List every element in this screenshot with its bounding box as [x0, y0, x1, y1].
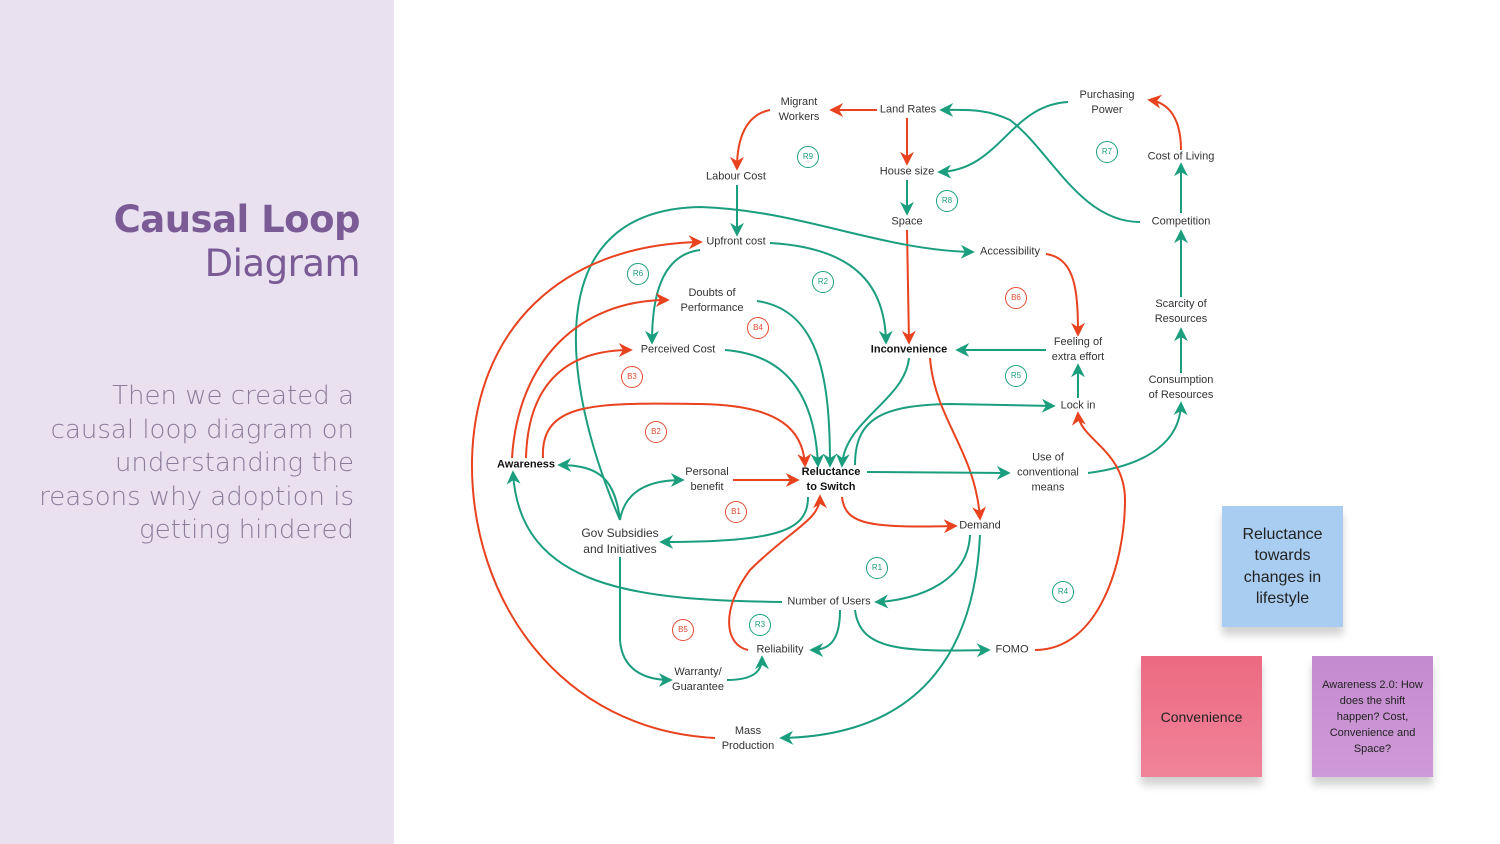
- node-doubts-of-performance: Doubts of Performance: [680, 287, 744, 314]
- edge-fomo-lockin: [1034, 411, 1127, 651]
- node-gov-subsidies: Gov Subsidies and Initiatives: [581, 526, 659, 556]
- node-number-of-users: Number of Users: [787, 595, 871, 608]
- loop-label-b5: B5: [672, 619, 694, 641]
- loop-label-r9: R9: [797, 146, 819, 168]
- node-competition: Competition: [1151, 215, 1211, 228]
- edge-upfront-perceived: [645, 249, 701, 345]
- loop-label-r6: R6: [627, 263, 649, 285]
- edge-demand-users: [874, 534, 971, 609]
- node-perceived-cost: Perceived Cost: [640, 343, 716, 356]
- edge-space-inconvenience: [901, 229, 916, 345]
- edge-users-fomo: [854, 609, 991, 658]
- node-consumption-of-resources: Consumption of Resources: [1148, 374, 1214, 401]
- sticky-note-purple[interactable]: Awareness 2.0: How does the shift happen…: [1312, 656, 1433, 777]
- loop-label-r1: R1: [866, 557, 888, 579]
- slide-subtitle: Diagram: [204, 242, 361, 285]
- edge-awareness-perceived: [525, 343, 633, 459]
- edge-warranty-reliability: [726, 655, 769, 681]
- node-personal-benefit: Personal benefit: [685, 466, 729, 493]
- edge-purchasing-housesize: [937, 101, 1069, 179]
- edge-users-reliability: [809, 609, 841, 657]
- edge-competition-landrates: [939, 102, 1141, 223]
- node-accessibility: Accessibility: [980, 245, 1040, 258]
- edge-mass-upfront: [470, 235, 716, 739]
- node-warranty-guarantee: Warranty/ Guarantee: [672, 666, 724, 693]
- node-space: Space: [891, 215, 923, 228]
- edge-costofliving-purchasing: [1147, 94, 1182, 151]
- node-cost-of-living: Cost of Living: [1147, 150, 1215, 163]
- node-mass-production: Mass Production: [721, 725, 775, 752]
- edge-doubts-reluctance: [756, 300, 837, 468]
- node-fomo: FOMO: [995, 643, 1029, 656]
- edge-migrant-labour: [730, 109, 771, 171]
- edge-conventional-consumption: [1087, 401, 1188, 474]
- edge-reluctance-gov: [659, 496, 809, 549]
- edge-inconvenience-reluctance: [835, 357, 910, 468]
- node-migrant-workers: Migrant Workers: [778, 96, 820, 123]
- slide-title: Causal Loop: [113, 198, 361, 241]
- edge-reliability-reluctance: [728, 494, 827, 651]
- edge-perceived-reluctance: [724, 349, 825, 468]
- loop-label-r5: R5: [1005, 365, 1027, 387]
- loop-label-b4: B4: [747, 317, 769, 339]
- node-house-size: House size: [879, 165, 935, 178]
- edge-upfront-inconvenience: [769, 242, 893, 345]
- loop-label-r2: R2: [812, 271, 834, 293]
- sticky-note-text: Reluctance towards changes in lifestyle: [1242, 525, 1323, 608]
- sticky-note-pink[interactable]: Convenience: [1141, 656, 1262, 777]
- edge-gov-personal: [619, 473, 685, 521]
- node-demand: Demand: [959, 519, 1001, 532]
- sticky-note-text: Convenience: [1160, 708, 1243, 725]
- loop-label-r3: R3: [749, 614, 771, 636]
- loop-label-b6: B6: [1005, 287, 1027, 309]
- node-awareness: Awareness: [497, 458, 555, 471]
- edge-reluctance-lockin: [854, 398, 1056, 466]
- edge-users-awareness: [506, 470, 783, 603]
- slide-body-text: Then we created a causal loop diagram on…: [39, 381, 354, 545]
- loop-label-b3: B3: [621, 366, 643, 388]
- node-reliability: Reliability: [756, 643, 804, 656]
- sticky-note-text: Awareness 2.0: How does the shift happen…: [1322, 678, 1423, 755]
- node-reluctance-to-switch: Reluctance to Switch: [801, 466, 861, 493]
- edge-gov-accessibility: [575, 205, 975, 521]
- node-upfront-cost: Upfront cost: [706, 235, 766, 248]
- loop-label-r4: R4: [1052, 581, 1074, 603]
- sticky-note-blue[interactable]: Reluctance towards changes in lifestyle: [1222, 506, 1343, 627]
- edge-gov-warranty: [619, 557, 673, 687]
- loop-label-r8: R8: [936, 190, 958, 212]
- sidebar-panel: Causal Loop Diagram Then we created a ca…: [0, 0, 394, 844]
- node-feeling-of-extra-effort: Feeling of extra effort: [1051, 336, 1105, 363]
- edge-inconvenience-demand: [929, 357, 987, 521]
- edge-awareness-reluctance: [541, 402, 812, 468]
- node-use-of-conventional-means: Use of conventional means: [1017, 451, 1079, 494]
- node-labour-cost: Labour Cost: [706, 170, 766, 183]
- edge-gov-awareness: [557, 458, 621, 521]
- edge-reluctance-conventional: [866, 465, 1011, 480]
- node-purchasing-power: Purchasing Power: [1079, 89, 1135, 116]
- node-lock-in: Lock in: [1060, 399, 1096, 412]
- node-land-rates: Land Rates: [879, 103, 937, 116]
- edge-accessibility-feeling: [1045, 253, 1085, 337]
- node-scarcity-of-resources: Scarcity of Resources: [1154, 298, 1208, 325]
- loop-label-r7: R7: [1096, 141, 1118, 163]
- loop-label-b1: B1: [725, 501, 747, 523]
- edge-demand-mass: [779, 534, 981, 745]
- node-inconvenience: Inconvenience: [870, 343, 948, 356]
- loop-label-b2: B2: [645, 421, 667, 443]
- edge-awareness-doubts: [511, 293, 670, 459]
- edge-reluctance-demand: [841, 496, 958, 534]
